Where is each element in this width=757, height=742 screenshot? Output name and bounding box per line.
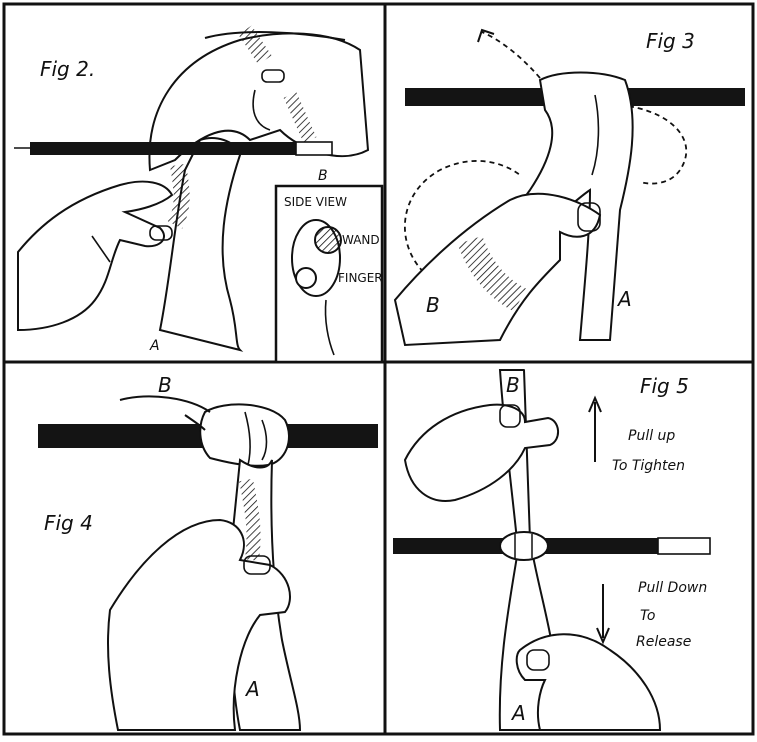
side-view-wand-label: WAND	[342, 233, 380, 247]
fig5-label-b: B	[506, 373, 520, 397]
pull-up-line1: Pull up	[628, 428, 675, 444]
fig2-title: Fig 2.	[40, 57, 95, 81]
side-view-title: SIDE VIEW	[284, 195, 347, 209]
side-view-finger-circle	[296, 268, 316, 288]
fig3-arrow-up	[482, 32, 540, 78]
fig2-label-a: A	[149, 338, 160, 354]
fig5-title: Fig 5	[640, 374, 689, 398]
panel-fig2: Fig 2. A B SIDE VIEW WAND FINGER	[14, 30, 383, 362]
fig2-lower-hand	[18, 182, 172, 330]
fig4-label-b: B	[158, 373, 172, 397]
fig2-wand	[30, 142, 298, 155]
fig2-label-b: B	[318, 168, 328, 184]
fig4-knot	[200, 404, 289, 465]
side-view-finger-label: FINGER	[338, 271, 383, 285]
pull-down-line1: Pull Down	[638, 580, 707, 596]
pull-down-line2: To	[640, 608, 655, 624]
down-arrow-icon	[597, 584, 609, 642]
panel-fig3: Fig 3 B A	[395, 29, 745, 345]
fig3-label-a: A	[616, 287, 632, 311]
fig3-title: Fig 3	[646, 29, 695, 53]
pull-down-line3: Release	[636, 634, 691, 650]
panel-fig4: Fig 4 B A	[38, 373, 378, 730]
fig3-label-b: B	[426, 293, 440, 317]
fig5-knot	[500, 532, 548, 560]
fig5-upper-hand	[405, 405, 558, 501]
panel-fig5: Fig 5 Pull up To Tighten Pull Down To Re…	[393, 370, 710, 730]
fig4-label-a: A	[244, 677, 260, 701]
side-view-inset: SIDE VIEW WAND FINGER	[276, 186, 383, 362]
fig5-label-a: A	[510, 701, 526, 725]
up-arrow-icon	[589, 398, 601, 462]
fig4-title: Fig 4	[44, 511, 93, 535]
pull-up-line2: To Tighten	[612, 458, 685, 474]
side-view-wand-circle	[315, 227, 341, 253]
